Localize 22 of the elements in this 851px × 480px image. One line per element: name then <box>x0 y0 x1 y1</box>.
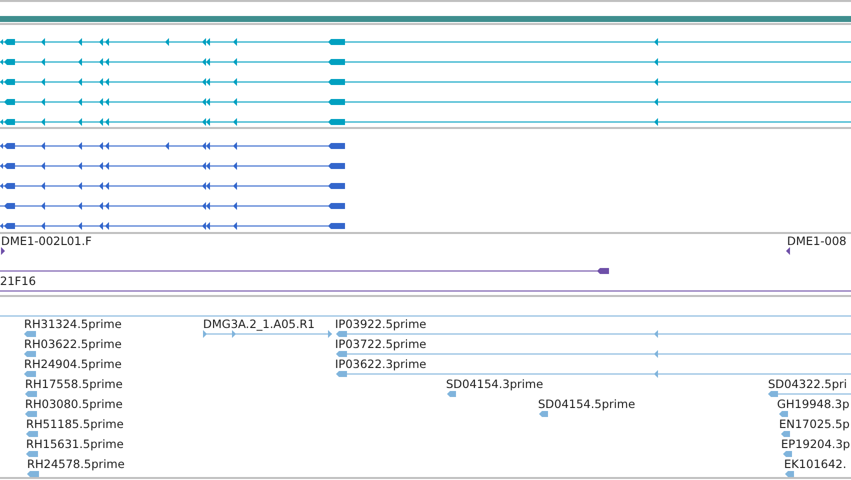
feature-label: RH15631.5prime <box>26 437 124 451</box>
feature-label: RH24578.5prime <box>27 457 125 471</box>
feature-label: RH51185.5prime <box>26 417 124 431</box>
feature-label: DMG3A.2_1.A05.R1 <box>203 317 315 331</box>
feature-label: RH03622.5prime <box>24 337 122 351</box>
feature-label: RH17558.5prime <box>25 377 123 391</box>
feature-label: SD04322.5pri <box>768 377 847 391</box>
feature-label: EP19204.3p <box>781 437 850 451</box>
feature-label: DME1-002L01.F <box>1 234 92 248</box>
feature-label: RH03080.5prime <box>25 397 123 411</box>
feature-label: EN17025.5p <box>779 417 850 431</box>
feature-label: EK101642. <box>784 457 846 471</box>
feature-label: SD04154.5prime <box>538 397 636 411</box>
feature-label: IP03622.3prime <box>335 357 426 371</box>
feature-label: SD04154.3prime <box>446 377 544 391</box>
feature-label: GH19948.3p <box>777 397 850 411</box>
feature-label: RH24904.5prime <box>24 357 122 371</box>
feature-label: IP03922.5prime <box>335 317 426 331</box>
feature-label: 21F16 <box>0 274 36 288</box>
feature-label: DME1-008 <box>787 234 846 248</box>
feature-label: RH31324.5prime <box>24 317 122 331</box>
feature-label: IP03722.5prime <box>335 337 426 351</box>
